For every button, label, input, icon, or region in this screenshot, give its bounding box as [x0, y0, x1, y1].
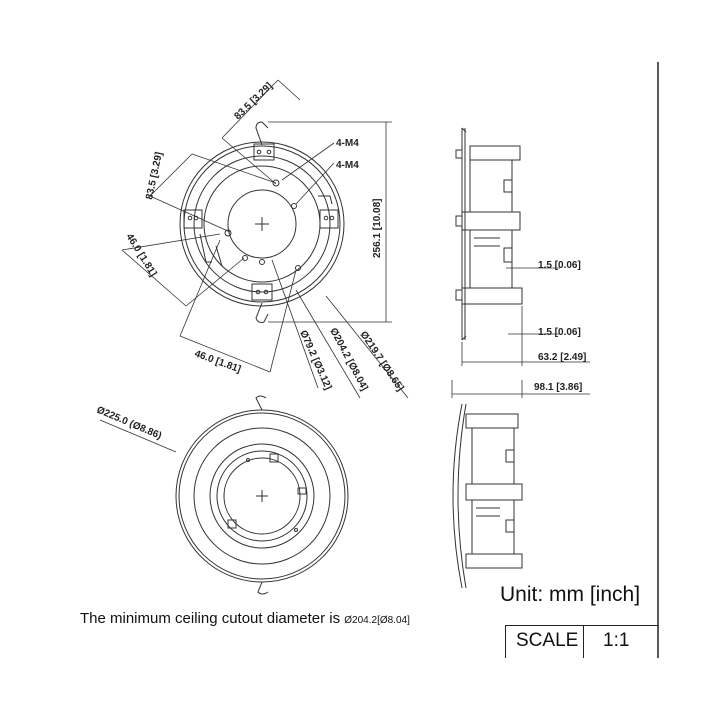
dim-height: 256.1 [10.08]	[372, 199, 383, 259]
label-screw-top: 4-M4	[336, 138, 359, 149]
dim-outer-diameter: Ø225.0 (Ø8.86)	[95, 405, 163, 442]
bottom-view	[175, 395, 349, 595]
scale-box: SCALE 1:1	[505, 625, 659, 658]
unit-label: Unit: mm [inch]	[500, 583, 641, 606]
cutout-note: The minimum ceiling cutout diameter is Ø…	[80, 610, 410, 627]
bottom-view-dimension-lines	[99, 419, 177, 453]
top-view-dimension-lines	[121, 79, 409, 399]
top-view	[179, 121, 345, 323]
dim-46-0-left: 46.0 [1.81]	[123, 232, 158, 279]
side-view-lower	[452, 403, 523, 589]
dim-total-depth: 98.1 [3.86]	[534, 382, 582, 393]
side-view-dimension-lines	[451, 267, 590, 398]
dim-83-5-top: 83.5 [3.29]	[232, 81, 274, 123]
dim-46-0-bottom: 46.0 [1.81]	[193, 348, 242, 375]
scale-divider	[583, 626, 584, 658]
side-view-upper	[455, 127, 523, 341]
dim-thickness-2: 1.5 [0.06]	[538, 327, 581, 338]
label-screw-bottom: 4-M4	[336, 160, 359, 171]
dim-thickness-1: 1.5 [0.06]	[538, 260, 581, 271]
scale-label: SCALE	[516, 630, 579, 651]
dim-depth: 63.2 [2.49]	[538, 352, 586, 363]
cutout-note-text: The minimum ceiling cutout diameter is	[80, 610, 345, 627]
dim-diameter-small: Ø79.2 [Ø3.12]	[297, 329, 333, 392]
scale-value: 1:1	[603, 630, 630, 651]
dim-83-5-left: 83.5 [3.29]	[144, 151, 165, 201]
cutout-note-value: Ø204.2[Ø8.04]	[344, 615, 410, 626]
